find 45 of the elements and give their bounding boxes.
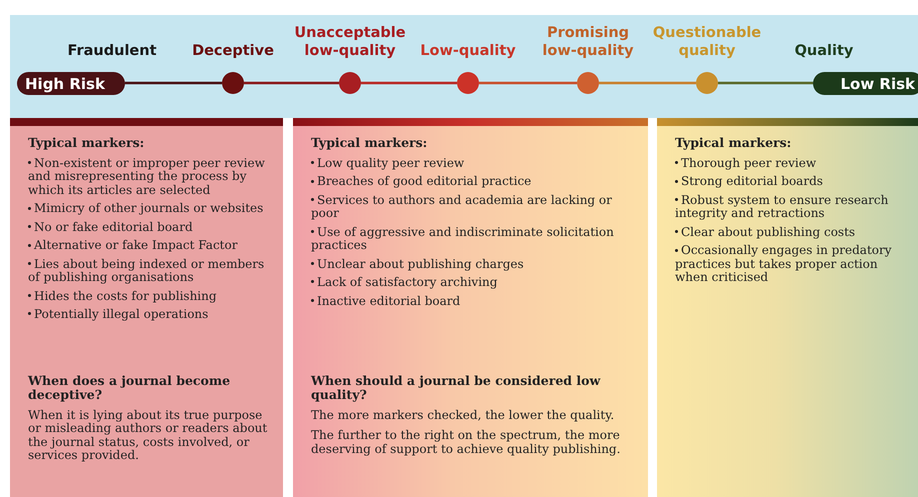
marker-item: Use of aggressive and indiscriminate solicitation practices [311,226,615,253]
answer-paragraph: The further to the right on the spectrum, the more deserving of support to achieve quality publishing. [311,429,622,456]
spectrum-line [599,82,696,84]
marker-item: Lack of satisfactory archiving [311,276,638,290]
category-label: Quality [794,42,854,60]
spectrum-line [479,82,577,84]
marker-item: Breaches of good editorial practice [311,175,638,189]
marker-item: Potentially illegal operations [28,308,273,322]
marker-item: Robust system to ensure research integrity and retractions [675,194,890,221]
marker-item: Occasionally engages in predatory practices but takes proper action when criticised [675,244,893,284]
risk-pill: High Risk [17,72,125,95]
risk-pill: Low Risk [813,72,918,95]
marker-item: Inactive editorial board [311,294,638,308]
spectrum-line [244,82,339,84]
category-label: Fraudulent [66,42,158,60]
marker-item: Non-existent or improper peer review and misrepresenting the process by which its articles are selected [28,157,266,198]
category-label: Deceptive [191,42,275,60]
answer-paragraph: When it is lying about its true purpose or misleading authors or readers about the journal status, costs involved, or services provided. [28,409,268,463]
category-panel [293,118,648,497]
marker-item: Thorough peer review [675,157,908,170]
spectrum-line [361,82,457,84]
marker-item: Hides the costs for publishing [28,290,273,303]
marker-item: Mimicry of other journals or websites [28,202,273,216]
question-heading: When does a journal become deceptive? [28,374,232,402]
marker-item: Services to authors and academia are lacking or poor [311,194,613,221]
section-heading: Typical markers: [28,136,146,150]
marker-item: Clear about publishing costs [675,226,908,240]
section-heading: Typical markers: [675,136,792,150]
category-panel [657,118,918,497]
spectrum-line [718,82,813,84]
category-label: Promising low-quality [541,24,635,60]
marker-item: Low quality peer review [311,157,638,170]
marker-item: Strong editorial boards [675,175,908,189]
section-heading: Typical markers: [311,136,428,150]
question-heading: When should a journal be considered low quality? [311,374,602,402]
marker-item: No or fake editorial board [28,220,273,234]
category-label: Unacceptable low-quality [293,24,407,60]
answer-paragraph: The more markers checked, the lower the quality. [311,409,616,422]
category-label: Questionable quality [652,24,762,60]
category-label: Low-quality [419,42,517,60]
marker-item: Alternative or fake Impact Factor [28,239,273,253]
marker-item: Unclear about publishing charges [311,258,638,272]
marker-item: Lies about being indexed or members of publishing organisations [28,258,266,284]
spectrum-line [125,82,222,84]
category-panel [10,118,283,497]
